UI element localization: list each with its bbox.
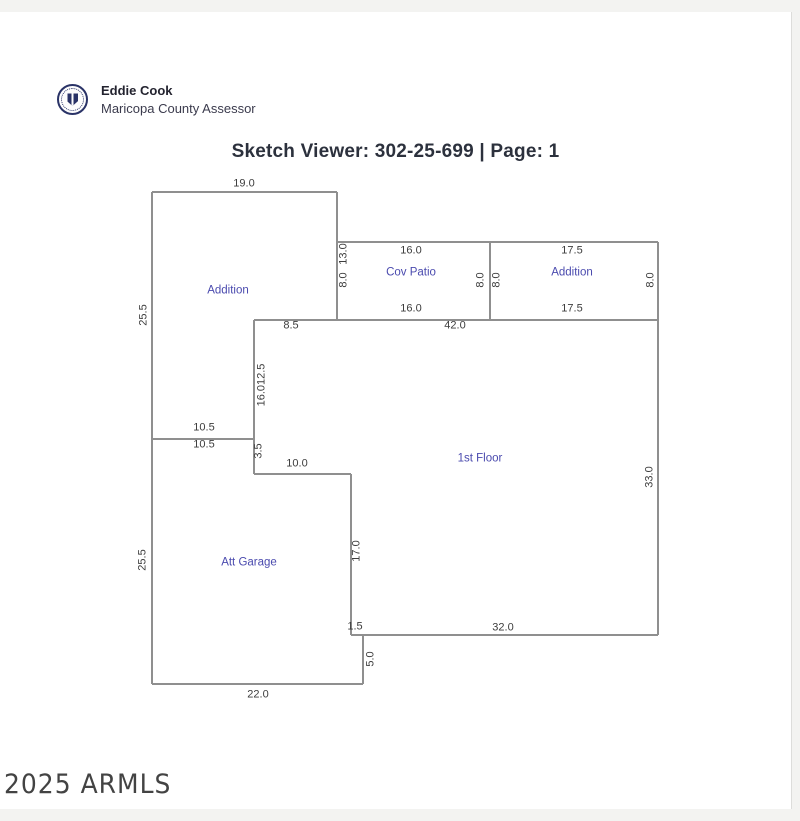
dimension-label: 13.0 (337, 243, 350, 265)
dimension-label: 33.0 (643, 466, 656, 488)
room-label: Addition (207, 284, 249, 297)
dimension-label: 19.0 (233, 177, 255, 190)
dimension-label: 8.0 (474, 272, 487, 288)
dimension-label: 17.0 (350, 540, 363, 562)
shield-icon (67, 93, 78, 107)
assessor-name: Eddie Cook (101, 83, 173, 98)
room-label: Att Garage (221, 556, 277, 569)
dimension-label: 10.0 (286, 457, 308, 470)
page-title: Sketch Viewer: 302-25-699 | Page: 1 (231, 141, 560, 162)
dimension-label: 16.0 (400, 302, 422, 315)
dimension-label: 3.5 (252, 443, 265, 459)
armls-watermark: 2025 ARMLS (4, 769, 172, 800)
room-label: 1st Floor (457, 452, 503, 465)
room-label: Cov Patio (386, 266, 436, 279)
dimension-label: 22.0 (247, 688, 269, 701)
dimension-label: 17.5 (561, 244, 583, 257)
dimension-label: 8.5 (283, 319, 299, 332)
dimension-label: 16.0 (400, 244, 422, 257)
room-label: Addition (551, 266, 593, 279)
dimension-label: 8.0 (490, 272, 503, 288)
sketch-lines (151, 191, 659, 685)
dimension-label: 17.5 (561, 302, 583, 315)
dimension-label: 5.0 (364, 651, 377, 667)
county-seal-icon (57, 84, 88, 116)
dimension-label: 25.5 (136, 549, 149, 571)
dimension-label: 32.0 (492, 621, 514, 634)
dimension-label: 1.5 (347, 620, 363, 633)
assessor-header-text: Eddie Cook Maricopa County Assessor (101, 82, 256, 117)
dimension-label: 16.012.5 (255, 363, 268, 407)
dimension-label: 10.5 (193, 421, 215, 434)
dimension-label: 42.0 (444, 319, 466, 332)
dimension-label: 25.5 (137, 304, 150, 326)
dimension-label: 8.0 (644, 272, 657, 288)
assessor-header: Eddie Cook Maricopa County Assessor (57, 82, 256, 117)
dimension-label: 8.0 (337, 272, 350, 288)
dimension-label: 10.5 (193, 438, 215, 451)
assessor-office: Maricopa County Assessor (101, 100, 256, 116)
viewer-card: Eddie Cook Maricopa County Assessor Sket… (0, 12, 792, 809)
